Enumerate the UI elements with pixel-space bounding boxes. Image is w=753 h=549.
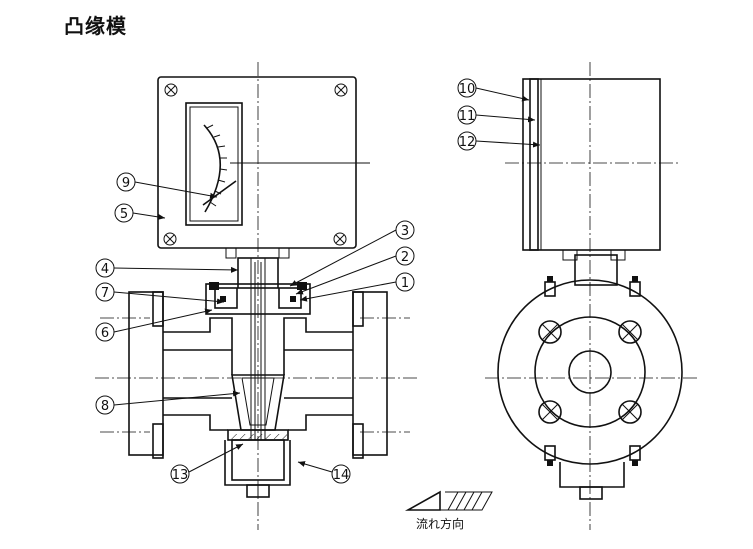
side-view	[485, 62, 698, 530]
callout-13: 13	[170, 443, 244, 484]
bottom-cap	[224, 439, 291, 498]
scale-window	[185, 102, 243, 226]
indicator-housing	[157, 76, 370, 259]
page-title: 凸缘模	[64, 14, 127, 38]
callout-9: 9	[116, 172, 218, 199]
callout-3: 3	[289, 220, 415, 287]
bolt-hole-icon	[538, 320, 642, 424]
svg-text:5: 5	[120, 207, 128, 222]
svg-text:14: 14	[333, 468, 350, 483]
callout-14: 14	[297, 461, 351, 484]
flow-direction-label: 流れ方向	[416, 516, 464, 531]
callout-11: 11	[457, 105, 536, 125]
svg-text:4: 4	[101, 262, 109, 277]
callout-10: 10	[457, 78, 530, 102]
callout-4: 4	[95, 258, 239, 278]
svg-text:8: 8	[101, 399, 109, 414]
screw-icon	[163, 83, 348, 246]
svg-text:6: 6	[101, 326, 109, 341]
callout-2: 2	[295, 246, 415, 295]
callout-12: 12	[457, 131, 541, 151]
svg-text:3: 3	[401, 224, 409, 239]
front-view	[95, 62, 420, 530]
callout-1: 1	[299, 272, 415, 302]
callout-5: 5	[114, 203, 166, 223]
valve-body	[128, 291, 388, 459]
callout-8: 8	[95, 390, 241, 415]
svg-text:11: 11	[459, 109, 476, 124]
svg-text:1: 1	[401, 276, 409, 291]
callouts: 1 2 3 4 5 6	[95, 78, 541, 484]
svg-text:2: 2	[401, 250, 409, 265]
svg-text:7: 7	[101, 286, 109, 301]
svg-text:13: 13	[172, 468, 189, 483]
upper-cap	[205, 282, 311, 315]
svg-text:10: 10	[459, 82, 476, 97]
svg-text:9: 9	[122, 176, 130, 191]
callout-6: 6	[95, 308, 213, 342]
flow-direction-icon: 流れ方向	[404, 490, 493, 531]
svg-text:12: 12	[459, 135, 476, 150]
callout-7: 7	[95, 282, 225, 305]
stem-tube	[237, 257, 279, 440]
